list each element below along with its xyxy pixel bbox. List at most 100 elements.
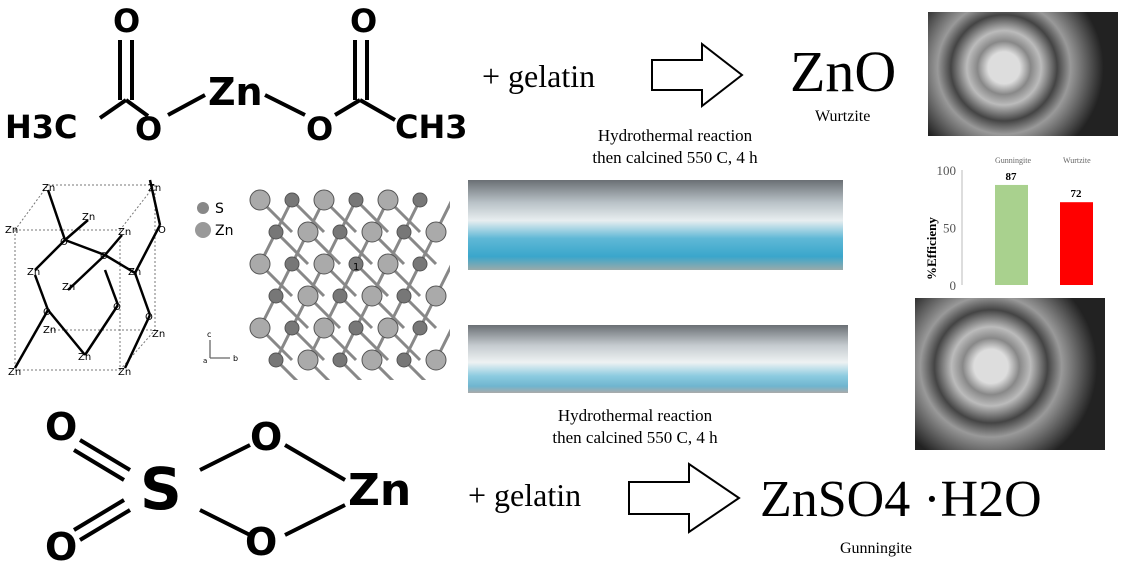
atom-icon: [284, 256, 300, 272]
bottom-condition-caption: Hydrothermal reaction then calcined 550 C…: [505, 405, 765, 449]
atom-icon: [348, 192, 364, 208]
atom-icon: [396, 352, 412, 368]
y-tick-label: 100: [937, 163, 957, 178]
site-label: 1: [353, 262, 359, 273]
axis-a-label: a: [203, 357, 207, 365]
y-tick-label: 0: [950, 278, 957, 293]
caption-line: then calcined 550 C, 4 h: [552, 428, 718, 447]
atom-icon: [425, 349, 447, 371]
axis-b-label: b: [233, 354, 238, 363]
atom-icon: [348, 320, 364, 336]
sem-image-gunningite: [915, 298, 1105, 450]
zn-atom-label: Zn: [43, 325, 56, 336]
atom-icon: [396, 224, 412, 240]
atom-icon: [361, 221, 383, 243]
product-zno: ZnO: [790, 39, 897, 104]
zinc-acetate-structure: [98, 40, 396, 122]
atom-icon: [249, 317, 271, 339]
legend-s: S: [215, 201, 224, 217]
atom-icon: [425, 285, 447, 307]
atom-icon: [284, 192, 300, 208]
zn-atom-label: Zn: [118, 227, 131, 238]
methyl-label: H3C: [5, 108, 78, 146]
bar-gunningite: [995, 184, 1028, 285]
atom-icon: [412, 192, 428, 208]
oxygen-label: O: [245, 520, 278, 564]
oxygen-label: O: [113, 2, 141, 40]
zinc-label: Zn: [208, 70, 263, 114]
efficiency-bar-chart: %Efficieny 0 50 100 87 Gunningite 72 Wurtzite: [924, 156, 1093, 293]
o-atom-label: O: [60, 237, 68, 248]
atom-icon: [284, 320, 300, 336]
atom-icon: [377, 317, 399, 339]
atom-icon: [313, 253, 335, 275]
atom-icon: [297, 221, 319, 243]
zinc-label: Zn: [348, 465, 412, 516]
atom-icon: [377, 253, 399, 275]
atom-icon: [313, 189, 335, 211]
atom-icon: [268, 288, 284, 304]
y-axis-label: %Efficieny: [924, 217, 939, 280]
category-label: Wurtzite: [1063, 156, 1091, 165]
caption-line: Hydrothermal reaction: [557, 406, 713, 425]
atom-icon: [361, 349, 383, 371]
zn-atom-label: Zn: [118, 367, 131, 375]
atom-icon: [377, 189, 399, 211]
zn-atom-label: Zn: [148, 183, 161, 194]
atom-icon: [332, 224, 348, 240]
atom-icon: [249, 189, 271, 211]
zn-atom-label: Zn: [82, 212, 95, 223]
atom-icon: [332, 288, 348, 304]
legend-zn: Zn: [215, 223, 233, 239]
atom-icon: [361, 285, 383, 307]
atom-icon: [412, 320, 428, 336]
atom-icon: [425, 221, 447, 243]
data-label: 87: [1006, 171, 1018, 183]
zn-atom-label: Zn: [42, 183, 55, 194]
atom-icon: [268, 224, 284, 240]
axis-c-label: c: [207, 330, 211, 339]
y-tick-label: 50: [943, 221, 956, 236]
o-atom-label: O: [113, 302, 121, 313]
bar-wurtzite: [1060, 202, 1093, 285]
gelatin-additive-label: + gelatin: [468, 477, 582, 513]
product-name-gunningite: Gunningite: [840, 540, 912, 557]
oxygen-label: O: [306, 110, 334, 148]
oxygen-label: O: [350, 2, 378, 40]
product-znso4-h2o: ZnSO4 ·H2O: [760, 471, 1042, 528]
oxygen-label: O: [250, 415, 283, 459]
top-condition-caption: Hydrothermal reaction then calcined 550 C…: [545, 125, 805, 169]
o-atom-label: O: [100, 251, 108, 262]
wurtzite-structure: Zn Zn Zn Zn Zn O O O Zn Zn Zn O O O Zn Z…: [5, 179, 166, 375]
o-atom-label: O: [158, 225, 166, 236]
sulfur-label: S: [140, 455, 182, 523]
caption-line: then calcined 550 C, 4 h: [592, 148, 758, 167]
atom-icon: [313, 317, 335, 339]
methyl-label: CH3: [395, 108, 468, 146]
atom-icon: [297, 349, 319, 371]
zn-atom-label: Zn: [78, 352, 91, 363]
atom-icon: [348, 256, 364, 272]
zn-atom-label: Zn: [152, 329, 165, 340]
atom-icon: [297, 285, 319, 307]
zn-atom-label: Zn: [27, 267, 40, 278]
zn-atom-label: Zn: [8, 367, 21, 375]
caption-line: Hydrothermal reaction: [597, 126, 753, 145]
oxygen-label: O: [45, 525, 78, 569]
arrow-right-icon: [628, 462, 741, 534]
atom-icon: [249, 253, 271, 275]
data-label: 72: [1071, 188, 1083, 200]
vials-photo-top: [468, 180, 843, 270]
o-atom-label: O: [145, 312, 153, 323]
atom-icon: [396, 288, 412, 304]
arrow-right-icon: [651, 42, 744, 108]
zn-atom-label: Zn: [62, 282, 75, 293]
sphalerite-structure: S Zn c b a 1: [195, 189, 450, 380]
category-label: Gunningite: [995, 156, 1031, 165]
zn-atom-label: Zn: [128, 267, 141, 278]
atom-icon: [412, 256, 428, 272]
sem-image-wurtzite: [928, 12, 1118, 136]
atom-icon: [268, 352, 284, 368]
gelatin-additive-label: + gelatin: [482, 58, 596, 94]
